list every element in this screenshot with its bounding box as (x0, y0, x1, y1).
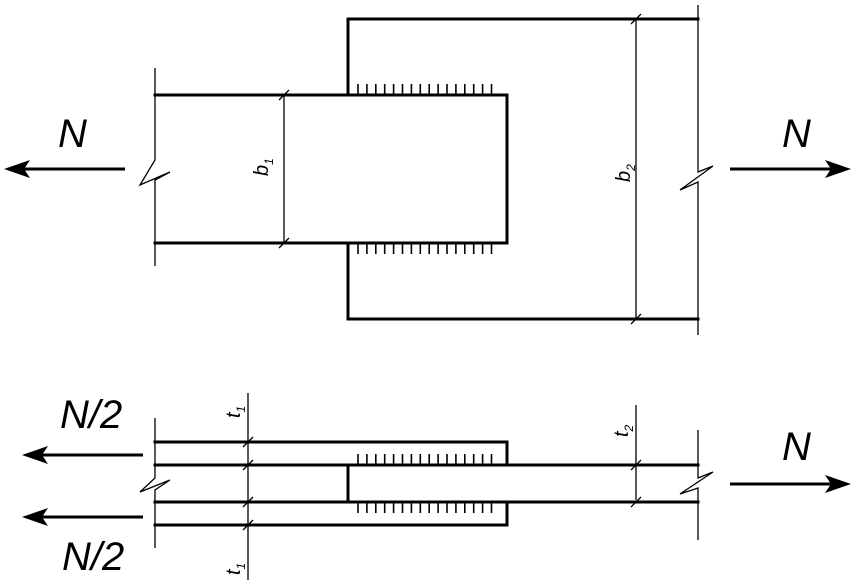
b2-dimension (630, 13, 642, 325)
weld-top-hatch (357, 84, 493, 95)
weld-section-upper-hatch (357, 454, 493, 465)
narrow-plate-break-line (138, 68, 171, 266)
force-arrow-top-left (4, 160, 125, 178)
t2-dimension (630, 405, 642, 508)
wide-plate-outline (346, 17, 700, 321)
b1-label: b1 (251, 158, 276, 176)
section-view: t1 t1 t2 N/2 N/2 N (22, 393, 851, 580)
force-label-bottom-lower-left: N/2 (62, 535, 124, 579)
force-arrow-bottom-upper-left (22, 446, 143, 464)
b2-label: b2 (613, 164, 638, 182)
force-arrow-bottom-right (730, 475, 851, 493)
force-label-bottom-right: N (782, 425, 811, 469)
b1-dimension (278, 89, 290, 249)
t1-top-label: t1 (223, 406, 248, 418)
t1-dimension (242, 393, 254, 580)
force-label-top-left: N (58, 112, 87, 156)
section-left-break-line (139, 418, 171, 548)
force-arrow-top-right (730, 160, 851, 178)
force-label-top-right: N (782, 112, 811, 156)
main-plate (346, 463, 700, 504)
force-arrow-bottom-lower-left (22, 508, 143, 526)
plan-view: b1 b2 N N (4, 5, 851, 335)
t2-label: t2 (611, 424, 636, 437)
weld-bottom-hatch (357, 243, 493, 254)
section-right-break-line (679, 430, 714, 540)
narrow-plate-outline (153, 93, 509, 245)
lower-splice-plate (153, 500, 509, 527)
t1-bottom-label: t1 (223, 563, 248, 575)
wide-plate-break-line (679, 5, 714, 335)
weld-section-lower-hatch (357, 502, 493, 513)
force-label-bottom-upper-left: N/2 (60, 393, 122, 437)
upper-splice-plate (153, 440, 509, 467)
